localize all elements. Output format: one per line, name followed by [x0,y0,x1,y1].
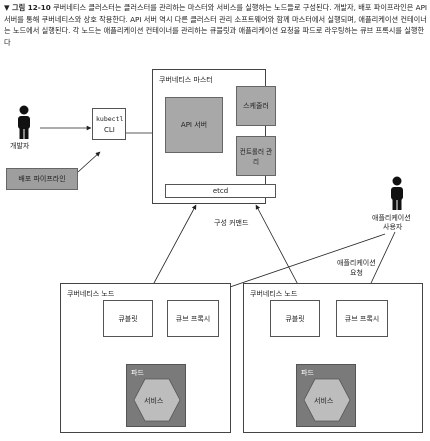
developer-label: 개발자 [10,142,30,150]
master-title: 쿠버네티스 마스터 [159,76,213,84]
service-label: 서비스 [314,397,334,405]
service-hexagon [133,378,181,422]
kubectl-cli-box: kubectl CLI [92,108,126,140]
service-hexagon [303,378,351,422]
kubelet-box: 큐블릿 [103,300,153,337]
kubernetes-master: 쿠버네티스 마스터 API 서버 스케줄러 컨트롤러 관리 etcd [152,69,276,204]
kubernetes-node-1: 쿠버네티스 노드 큐블릿 큐브 프록시 파드 서비스 [60,283,231,433]
caption-text: 쿠버네티스 클러스터는 클러스터를 관리하는 마스터와 서비스를 실행하는 노드… [4,3,428,47]
kube-proxy-label: 큐브 프록시 [175,314,211,323]
node-title: 쿠버네티스 노드 [250,290,298,298]
kubelet-label: 큐블릿 [118,314,138,323]
pipeline-label: 배포 파이프라인 [18,175,66,183]
developer-icon [18,105,30,139]
pod-label: 파드 [131,369,144,377]
etcd-label: etcd [212,187,229,195]
api-server-label: API 서버 [180,121,208,129]
kubelet-label: 큐블릿 [285,314,305,323]
service-label: 서비스 [144,397,164,405]
kube-proxy-box: 큐브 프록시 [336,300,388,337]
app-user-label-2: 사용자 [383,223,403,231]
master-to-node2-arrow [255,204,305,297]
node-title: 쿠버네티스 노드 [67,290,115,298]
app-request-label-2: 요청 [350,269,363,277]
scheduler-box: 스케줄러 [236,86,276,126]
kube-proxy-box: 큐브 프록시 [167,300,219,337]
figure-number: ▼ 그림 12-10 [4,3,51,12]
etcd-box: etcd [165,184,276,198]
config-command-label: 구성 커맨드 [214,219,249,227]
pod-box: 파드 서비스 [126,364,186,427]
controller-manager-box: 컨트롤러 관리 [236,136,276,176]
pod-box: 파드 서비스 [296,364,356,427]
kubectl-label: kubectl [96,115,124,123]
controller-manager-label: 컨트롤러 관리 [239,148,273,166]
app-request-label-1: 애플리케이션 [337,259,376,267]
pod-label: 파드 [301,369,314,377]
kube-proxy-label: 큐브 프록시 [344,314,380,323]
kubernetes-node-2: 쿠버네티스 노드 큐블릿 큐브 프록시 파드 서비스 [243,283,423,433]
master-to-node1-arrow [146,204,197,297]
api-server-box: API 서버 [165,97,223,153]
pipeline-box: 배포 파이프라인 [6,168,78,190]
app-user-icon [391,176,403,210]
cli-label: CLI [104,126,115,134]
scheduler-label: 스케줄러 [243,102,269,110]
app-user-label-1: 애플리케이션 [372,214,411,222]
pipeline-to-cli-arrow [77,151,101,173]
kubelet-box: 큐블릿 [270,300,320,337]
figure-caption: ▼ 그림 12-10 쿠버네티스 클러스터는 클러스터를 관리하는 마스터와 서… [4,2,428,48]
